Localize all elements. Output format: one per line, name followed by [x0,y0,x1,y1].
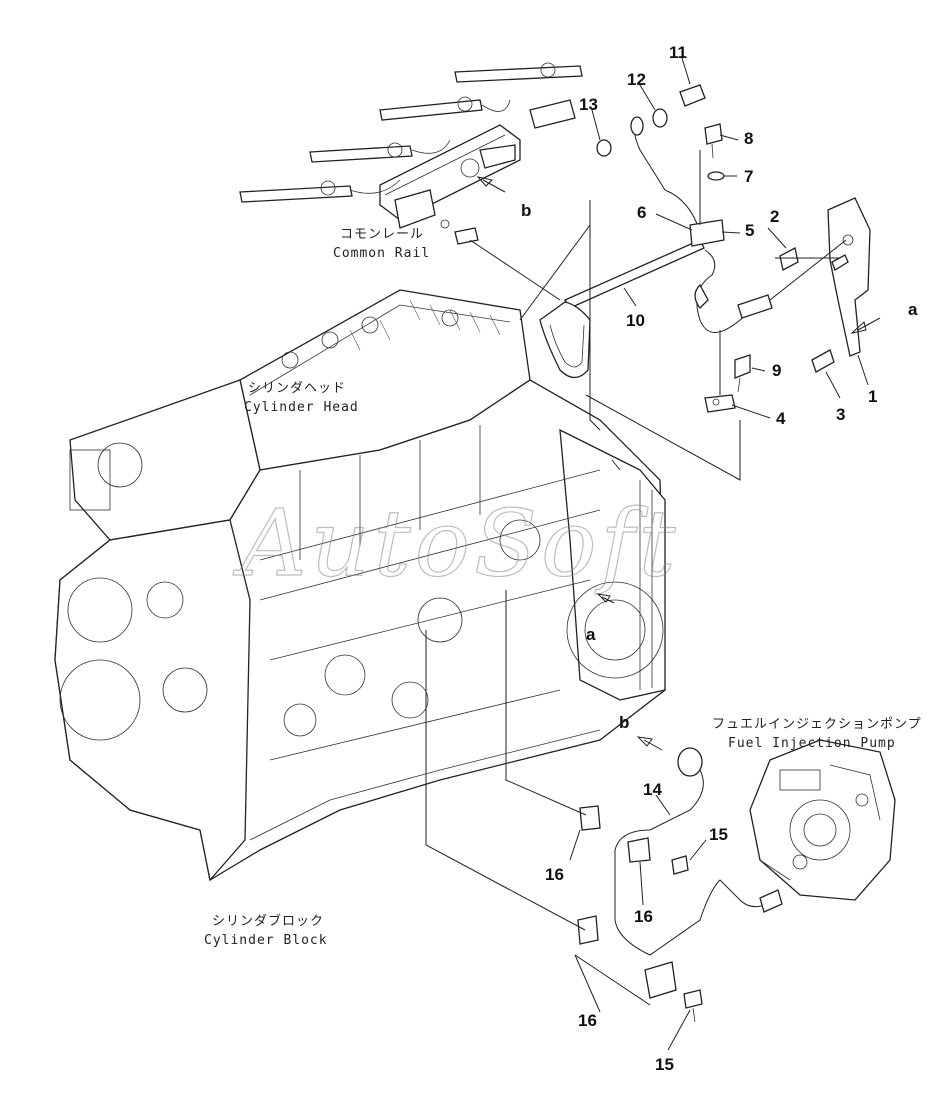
bracket-drawing [596,84,871,413]
callout-2: 2 [770,207,779,226]
callout-13: 13 [579,95,598,114]
callout-1: 1 [868,387,877,406]
callout-5: 5 [745,221,754,240]
cylinder-block-label-jp: シリンダブロック [212,913,324,929]
common-rail-label-jp: コモンレール [340,227,424,242]
ref-b-rail: b [521,201,531,220]
callout-6: 6 [637,203,646,222]
component-labels: コモンレール Common Rail シリンダヘッド Cylinder Head… [204,227,922,948]
leader-lines [425,57,881,1051]
common-rail-drawing [239,62,583,245]
callout-15-upper: 15 [709,825,728,844]
fuel-pump-label-en: Fuel Injection Pump [728,736,896,751]
callout-16-left: 16 [545,865,564,884]
callout-7: 7 [744,167,753,186]
ref-a-bracket: a [908,300,918,319]
callout-3: 3 [836,405,845,424]
ref-a-block: a [586,625,596,644]
callout-11: 11 [669,43,687,62]
callout-10: 10 [626,311,645,330]
ref-b-pipe: b [619,713,629,732]
callout-16-middle: 16 [634,907,653,926]
cylinder-block-label-en: Cylinder Block [204,933,328,948]
fuel-pipe-14-drawing [577,747,783,1023]
callout-15-lower: 15 [655,1055,674,1074]
callout-16-lower: 16 [578,1011,597,1030]
cylinder-block-drawing [54,289,666,882]
fuel-pump-label-jp: フュエルインジェクションポンプ [712,717,922,732]
callout-12: 12 [627,70,646,89]
fuel-injection-pump-drawing [749,739,896,901]
watermark-text: AutoSoft [232,490,680,597]
callout-9: 9 [772,361,781,380]
callout-labels: 1 2 3 4 5 6 7 8 9 10 11 12 13 14 15 15 1… [521,43,918,1074]
cylinder-head-label-jp: シリンダヘッド [248,381,346,396]
callout-14: 14 [643,780,662,799]
cylinder-head-label-en: Cylinder Head [244,400,359,415]
callout-8: 8 [744,129,753,148]
common-rail-label-en: Common Rail [333,246,430,261]
fuel-pipe-drawing [539,116,773,379]
callout-4: 4 [776,409,786,428]
